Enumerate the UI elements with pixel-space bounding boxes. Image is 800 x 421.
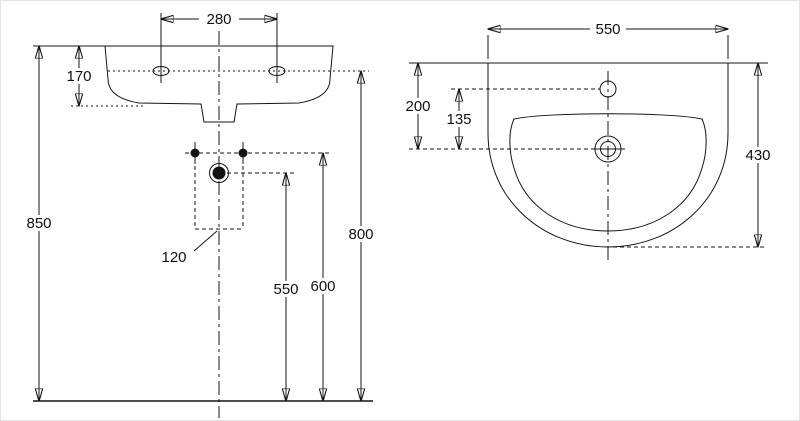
bolt-hole-right — [238, 148, 248, 158]
basin-bowl — [509, 113, 707, 232]
dim-drain-height: 550 — [268, 173, 304, 401]
plan-view: 550 200 135 430 — [400, 21, 776, 263]
dim-width: 550 — [488, 21, 728, 59]
dim-text-600: 600 — [310, 278, 335, 295]
dim-text-135: 135 — [446, 111, 471, 128]
dim-text-200: 200 — [405, 98, 430, 115]
dim-tap-hole-spacing: 280 — [161, 11, 277, 28]
bolt-spacing-construction — [194, 159, 244, 230]
dim-depth: 430 — [613, 63, 776, 247]
dim-text-550-plan: 550 — [595, 21, 620, 38]
dim-wall-to-drain: 200 — [400, 63, 436, 149]
dim-text-430: 430 — [745, 147, 770, 164]
dim-text-550-front: 550 — [273, 281, 298, 298]
dim-bolt-spacing: 120 — [161, 230, 218, 266]
dim-text-850: 850 — [26, 215, 51, 232]
dim-text-280: 280 — [206, 11, 231, 28]
dim-text-170: 170 — [66, 68, 91, 85]
dim-text-800: 800 — [348, 226, 373, 243]
dim-overall-height: 850 — [21, 46, 57, 401]
bolt-hole-left — [190, 148, 200, 158]
dim-fixing-bolt-height: 600 — [305, 153, 341, 401]
dim-basin-height: 170 — [33, 46, 143, 106]
dim-rim-height: 800 — [343, 71, 379, 401]
front-elevation-view: 280 170 850 — [21, 11, 379, 418]
dim-text-120: 120 — [161, 249, 186, 266]
dim-tap-to-drain: 135 — [441, 89, 477, 149]
basin-front-outline — [104, 45, 334, 123]
drain-outlet-front — [209, 163, 294, 183]
fixing-bolts — [185, 142, 331, 164]
